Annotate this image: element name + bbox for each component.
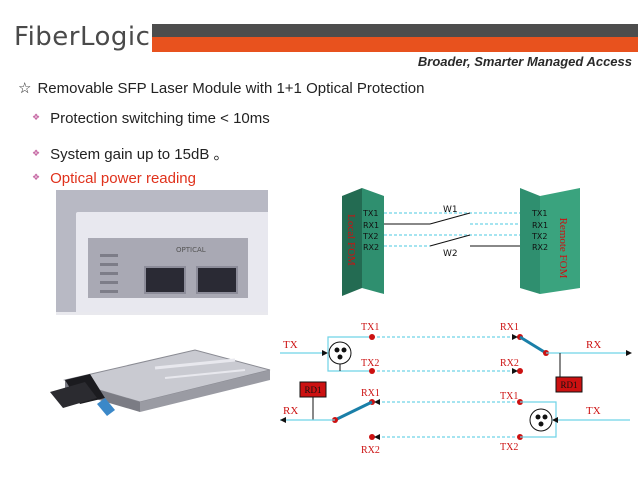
device-photo: OPTICAL [56,190,268,315]
rx1-top-label: RX1 [500,322,519,333]
tx1-top-label: TX1 [361,322,379,333]
header-dark-bar [152,24,638,37]
local-fom-label: Local FOM [345,214,357,266]
rx2-port-dot [517,368,523,374]
local-fom-side [342,188,362,296]
local-port-tx2: TX2 [362,232,378,241]
bullet-text: Protection switching time < 10ms [50,110,270,127]
splitter-dot [337,354,343,360]
heading-text: Removable SFP Laser Module with 1+1 Opti… [37,80,425,97]
right-selector-switch [519,335,547,355]
tx1-port-dot [369,334,375,340]
bullet-power-reading: ❖ Optical power reading [32,170,196,187]
tx2-mid-label: TX2 [361,358,379,369]
tx2-path [327,353,372,372]
remote-port-rx2: RX2 [532,243,548,252]
rd1-left-label: RD1 [304,385,321,395]
w2-label: W2 [443,249,458,259]
splitter-dot [341,347,347,353]
fiber-switch-1 [429,212,471,225]
arrow-icon [280,417,286,423]
rx2-bottom-port-dot [369,434,375,440]
slide-heading: ☆ Removable SFP Laser Module with 1+1 Opt… [18,79,424,97]
fiber-switch-2 [429,234,471,247]
remote-port-rx1: RX1 [532,221,548,230]
brand-name: FiberLogic [14,22,151,52]
remote-fom-label: Remote FOM [557,218,569,279]
tx1-path [327,336,372,353]
splitter-dot [542,414,548,420]
splitter-dot [334,347,340,353]
tx1-low-label: TX1 [500,391,518,402]
tx2-bottom-label: TX2 [500,442,518,453]
optical-port-1 [144,266,186,294]
tx-right-label: TX [586,405,601,417]
tagline: Broader, Smarter Managed Access [417,54,632,69]
arrow-icon [512,368,518,374]
arrow-icon [512,334,518,340]
rd1-right-label: RD1 [560,380,577,390]
diamond-bullet-icon: ❖ [32,148,41,158]
arrow-icon [374,399,380,405]
led-indicators [100,254,118,294]
tx-left-label: TX [283,339,298,351]
local-port-tx1: TX1 [362,209,378,218]
diamond-bullet-icon: ❖ [32,172,41,182]
local-port-rx1: RX1 [363,221,379,230]
tx1-low-path [520,401,557,420]
rx-left-label: RX [283,405,298,417]
local-port-rx2: RX2 [363,243,379,252]
rx-right-label: RX [586,339,601,351]
bullet-system-gain: ❖ System gain up to 15dB 。 [32,143,229,164]
left-splitter-node [328,341,352,365]
remote-fom-front [540,188,580,294]
bullet-text: System gain up to 15dB 。 [50,146,229,163]
optical-port-2 [196,266,238,294]
star-icon: ☆ [18,80,32,97]
splitter-dot [535,414,541,420]
tx2-port-dot [369,368,375,374]
remote-port-tx1: TX1 [531,209,547,218]
bullet-text: Optical power reading [50,170,196,187]
left-selector-switch [334,400,373,422]
rd1-right-box [555,376,583,393]
panel-label: OPTICAL [176,246,206,254]
sfp-module-image [50,349,271,416]
tx2-bottom-path [520,420,557,438]
splitter-dot [538,421,544,427]
rx2-bottom-label: RX2 [361,445,380,456]
arrow-icon [626,350,632,356]
w1-label: W1 [443,205,458,215]
remote-fom-block [520,188,540,294]
rx2-mid-label: RX2 [500,358,519,369]
remote-port-tx2: TX2 [531,232,547,241]
arrow-icon [374,434,380,440]
header-accent-bar [152,37,638,52]
arrow-icon [552,417,558,423]
rx1-low-label: RX1 [361,388,380,399]
right-splitter-node [529,408,553,432]
local-fom-block [362,188,384,294]
bullet-switching-time: ❖ Protection switching time < 10ms [32,110,270,127]
diamond-bullet-icon: ❖ [32,112,41,122]
brand-logo: FiberLogic [14,22,150,52]
